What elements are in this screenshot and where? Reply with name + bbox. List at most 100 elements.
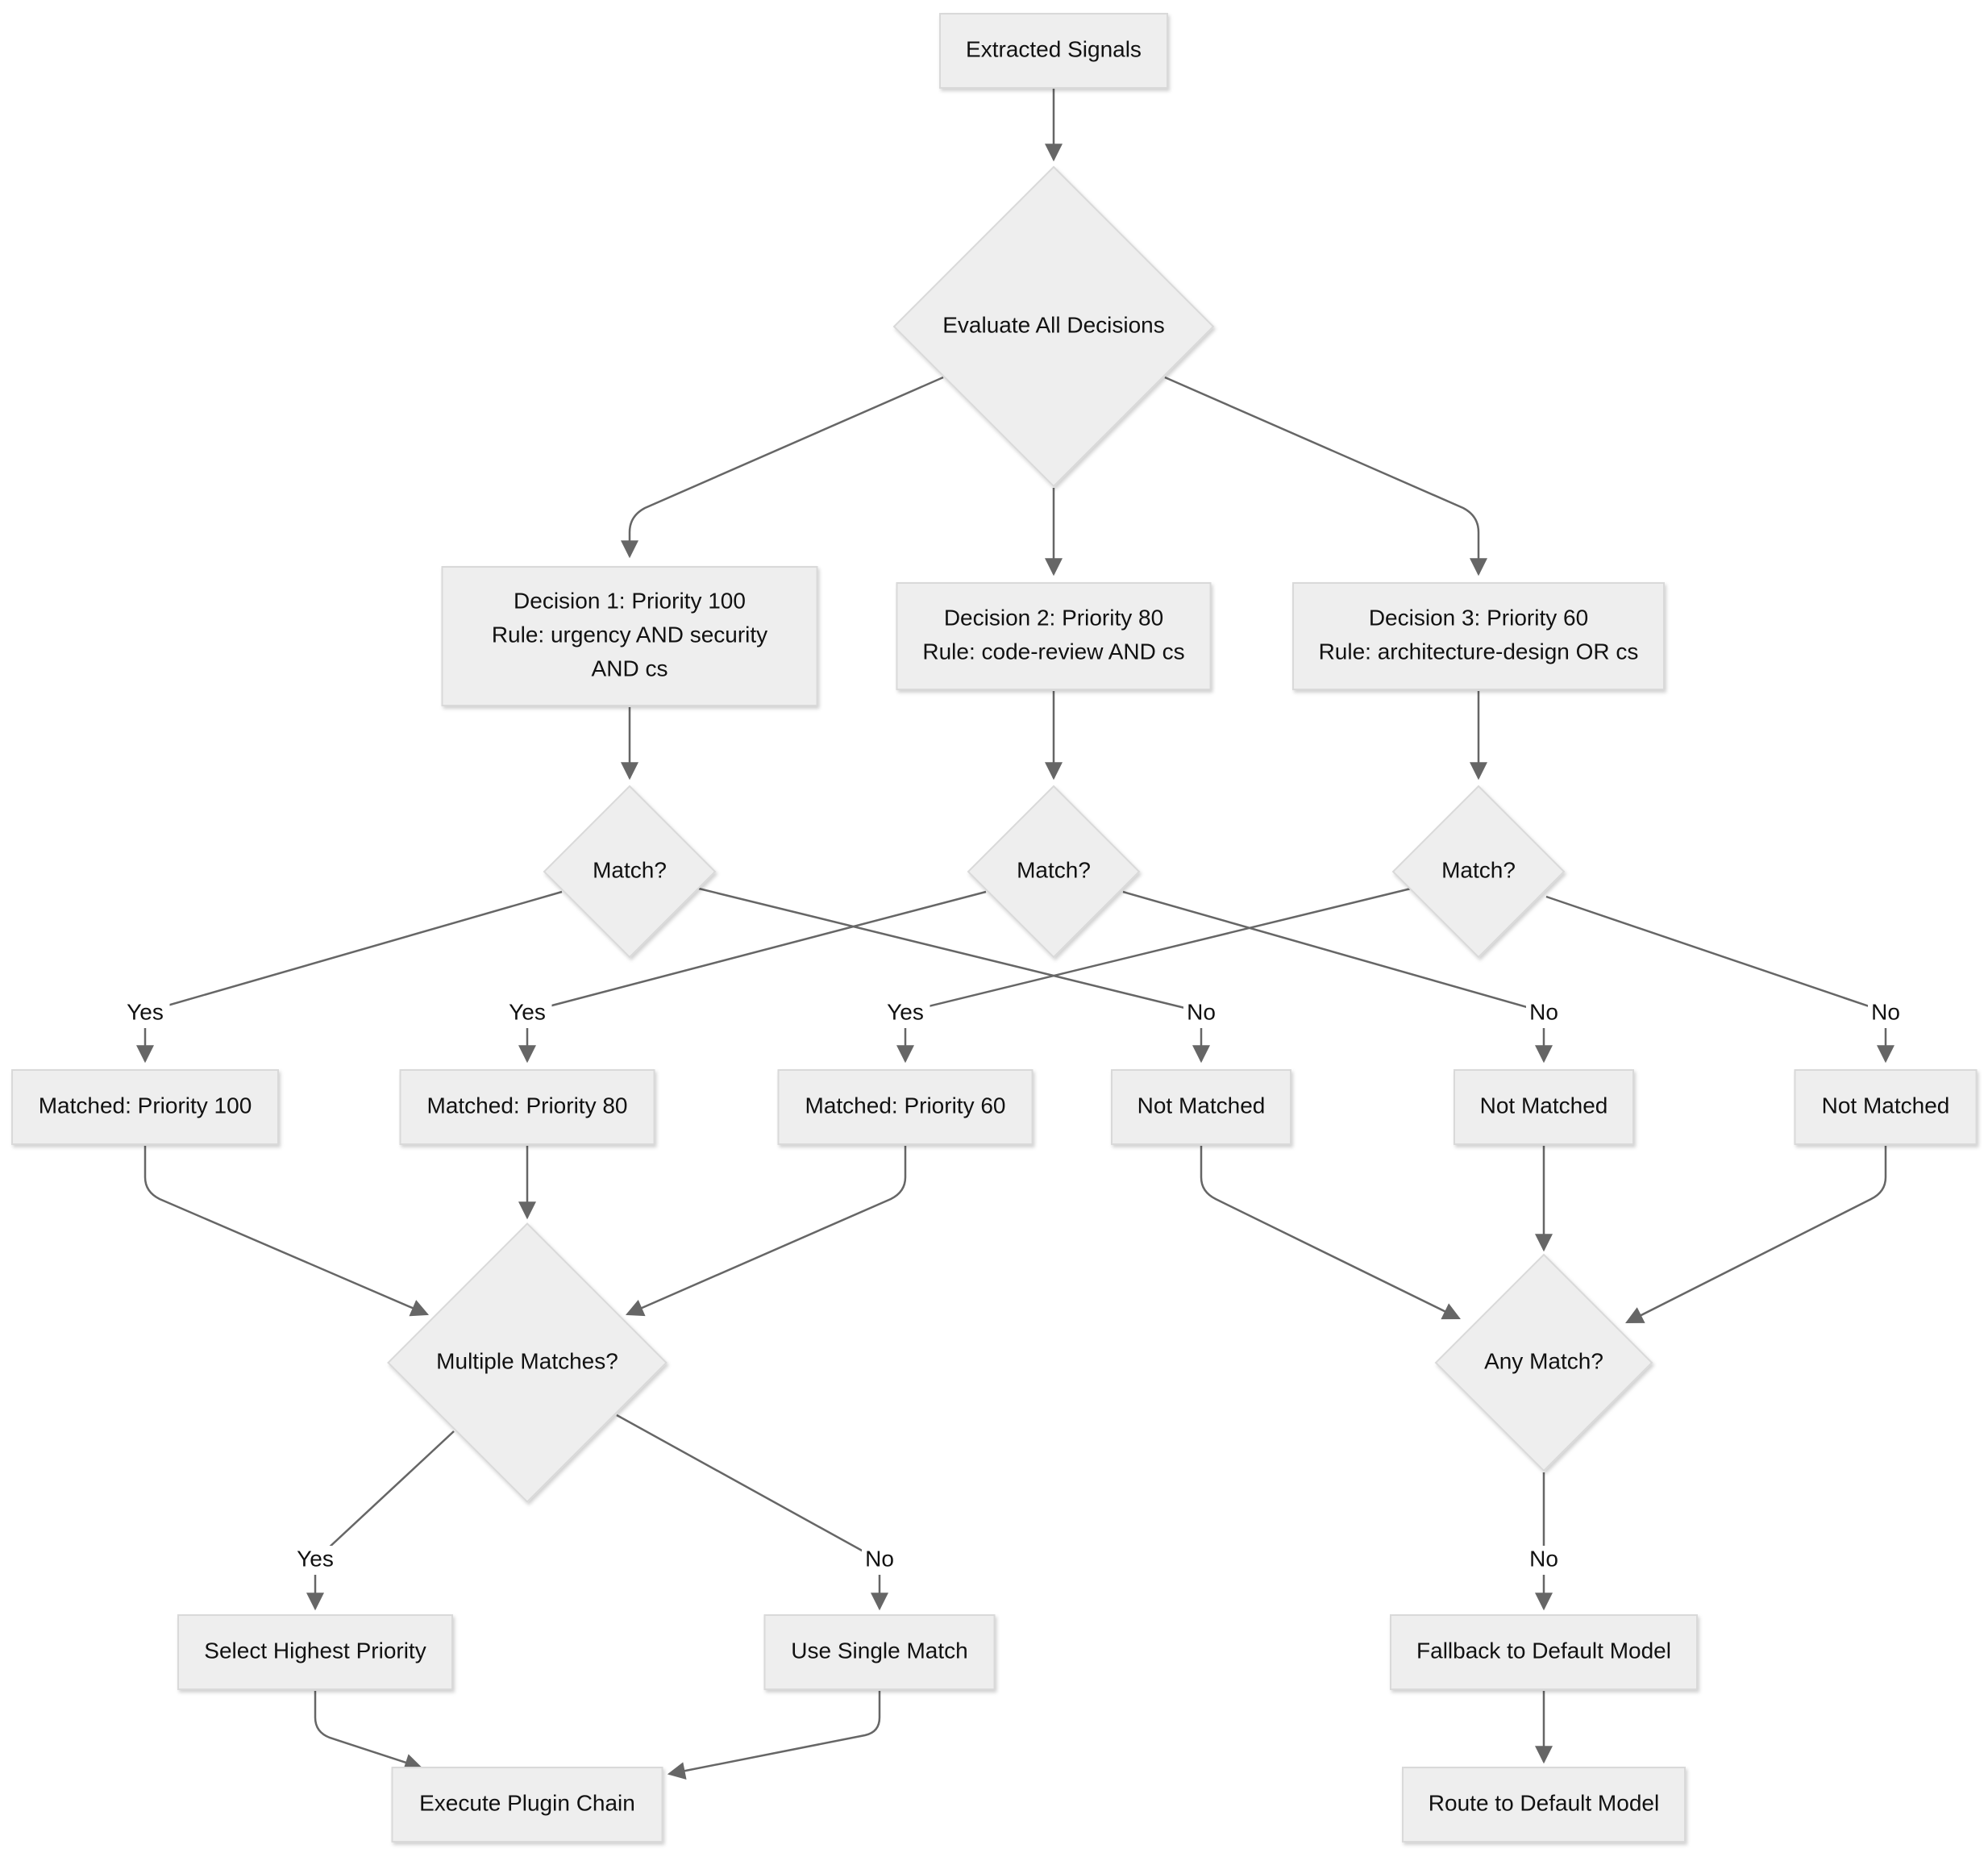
node-label: Match? (593, 857, 667, 882)
edge-label-no: No (865, 1546, 894, 1571)
node-extracted-signals: Extracted Signals (939, 13, 1168, 89)
decision-diamond (387, 1222, 668, 1503)
node-matched-100: Matched: Priority 100 (11, 1069, 279, 1145)
node-label: Multiple Matches? (436, 1348, 618, 1373)
node-label: Matched: Priority 60 (805, 1093, 1006, 1118)
node-matched-80: Matched: Priority 80 (399, 1069, 655, 1145)
process-box (391, 1767, 663, 1842)
node-label: Decision 1: Priority 100 (514, 588, 746, 613)
node-multiple-matches: Multiple Matches? (387, 1222, 668, 1503)
edge-match-1-to-not-matched-1 (698, 887, 1210, 1064)
process-box (177, 1614, 453, 1690)
node-label: Match? (1441, 857, 1516, 882)
edge-label-background (120, 999, 170, 1028)
edge-label-yes: Yes (297, 1546, 334, 1571)
edge-match-1-to-matched-100 (136, 890, 563, 1064)
node-any-match: Any Match? (1434, 1253, 1653, 1472)
edge-use-single-to-execute-plugin (667, 1691, 881, 1780)
edge-label-no: No (1529, 1546, 1558, 1571)
node-match-2: Match? (967, 785, 1141, 959)
edge-not-matched-1-to-any-match (1200, 1146, 1461, 1320)
edge-matched-100-to-multiple-matches (143, 1146, 430, 1317)
node-label: Evaluate All Decisions (942, 312, 1164, 337)
node-label: Select Highest Priority (204, 1638, 426, 1663)
edge-multiple-matches-to-use-single (616, 1414, 888, 1611)
node-label: Rule: code-review AND cs (922, 639, 1184, 664)
process-box (1292, 582, 1665, 690)
node-label: Decision 2: Priority 80 (944, 605, 1163, 630)
process-box (11, 1069, 279, 1145)
process-box (939, 13, 1168, 89)
edge-match-3-to-not-matched-3 (1545, 895, 1894, 1064)
process-box (441, 566, 818, 706)
process-box (1402, 1767, 1686, 1842)
node-label: Not Matched (1137, 1093, 1266, 1118)
node-label: Not Matched (1480, 1093, 1608, 1118)
node-label: Match? (1017, 857, 1091, 882)
node-label: Decision 3: Priority 60 (1369, 605, 1588, 630)
edge-label-background (1526, 1546, 1562, 1575)
node-match-3: Match? (1391, 785, 1566, 959)
node-label: Fallback to Default Model (1416, 1638, 1671, 1663)
node-fallback-default: Fallback to Default Model (1390, 1614, 1698, 1690)
edge-label-no: No (1871, 999, 1900, 1024)
edge-label-yes: Yes (887, 999, 924, 1024)
decision-diamond (967, 785, 1141, 959)
node-not-matched-1: Not Matched (1111, 1069, 1291, 1145)
node-label: Not Matched (1822, 1093, 1950, 1118)
node-label: Rule: urgency AND security (492, 622, 767, 647)
node-matched-60: Matched: Priority 60 (777, 1069, 1034, 1145)
process-box (1390, 1614, 1698, 1690)
node-label: Matched: Priority 80 (427, 1093, 628, 1118)
edge-label-background (290, 1546, 340, 1575)
edge-label-background (1868, 999, 1903, 1028)
node-label: Route to Default Model (1429, 1790, 1659, 1815)
decision-diamond (1434, 1253, 1653, 1472)
edge-select-highest-to-execute-plugin (314, 1691, 423, 1772)
node-label: Matched: Priority 100 (39, 1093, 252, 1118)
edge-evaluate-all-to-decision-1 (621, 376, 944, 559)
edge-multiple-matches-to-select-highest (306, 1430, 455, 1611)
node-label: Execute Plugin Chain (419, 1790, 635, 1815)
node-not-matched-3: Not Matched (1794, 1069, 1978, 1145)
node-not-matched-2: Not Matched (1454, 1069, 1634, 1145)
node-label: Use Single Match (791, 1638, 967, 1663)
node-label: AND cs (592, 656, 668, 681)
node-decision-3: Decision 3: Priority 60 Rule: architectur… (1292, 582, 1665, 690)
process-box (896, 582, 1212, 690)
process-box (777, 1069, 1034, 1145)
edge-label-background (1183, 999, 1219, 1028)
edge-label-no: No (1529, 999, 1558, 1024)
edge-label-background (502, 999, 552, 1028)
node-select-highest: Select Highest Priority (177, 1614, 453, 1690)
process-box (1111, 1069, 1291, 1145)
process-box (1794, 1069, 1978, 1145)
node-execute-plugin: Execute Plugin Chain (391, 1767, 663, 1842)
edge-label-background (862, 1546, 897, 1575)
decision-diamond (1391, 785, 1566, 959)
edge-matched-60-to-multiple-matches (625, 1146, 907, 1317)
node-evaluate-all: Evaluate All Decisions (892, 165, 1215, 488)
process-box (399, 1069, 655, 1145)
process-box (1454, 1069, 1634, 1145)
node-route-default: Route to Default Model (1402, 1767, 1686, 1842)
edge-match-3-to-matched-60 (896, 887, 1412, 1064)
process-box (763, 1614, 996, 1690)
node-label: Rule: architecture-design OR cs (1319, 639, 1639, 664)
edge-label-yes: Yes (127, 999, 164, 1024)
edge-label-background (1526, 999, 1562, 1028)
decision-diamond (892, 165, 1215, 488)
edge-label-background (880, 999, 930, 1028)
node-use-single: Use Single Match (763, 1614, 996, 1690)
node-label: Any Match? (1484, 1348, 1603, 1373)
decision-diamond (543, 785, 717, 959)
edge-evaluate-all-to-decision-3 (1164, 376, 1487, 577)
edge-not-matched-3-to-any-match (1625, 1146, 1887, 1324)
node-match-1: Match? (543, 785, 717, 959)
node-decision-2: Decision 2: Priority 80 Rule: code-review… (896, 582, 1212, 690)
node-label: Extracted Signals (966, 36, 1142, 61)
